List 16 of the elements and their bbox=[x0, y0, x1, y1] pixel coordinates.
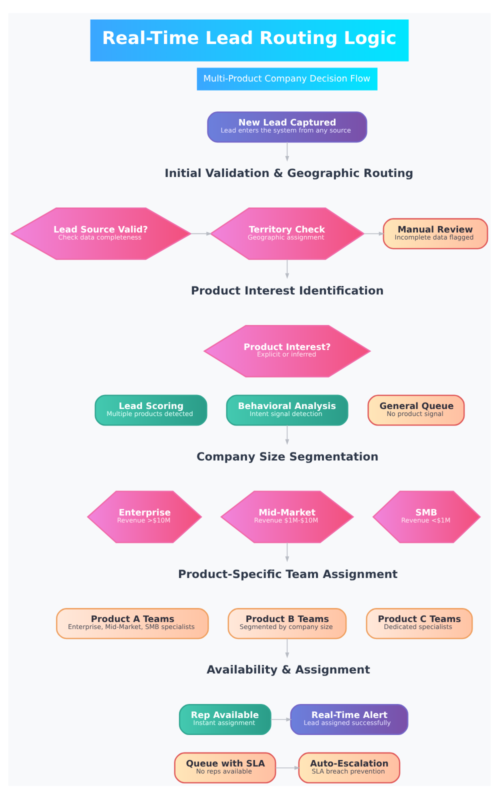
arrow bbox=[285, 259, 290, 279]
arrow bbox=[363, 232, 385, 236]
label: Multi-Product Company Decision Flow bbox=[203, 74, 370, 84]
arrow bbox=[190, 232, 212, 236]
arrow bbox=[285, 638, 290, 658]
node-text: Product-Specific Team Assignment bbox=[178, 568, 398, 581]
arrow bbox=[285, 424, 290, 445]
node-text: Availability & Assignment bbox=[206, 664, 370, 677]
arrow bbox=[270, 718, 292, 722]
diagram-title: Real-Time Lead Routing Logic bbox=[102, 29, 397, 50]
arrow bbox=[275, 766, 300, 770]
node-text: Company Size Segmentation bbox=[196, 450, 379, 464]
node-text: Initial Validation & Geographic Routing bbox=[164, 167, 414, 180]
arrow bbox=[285, 142, 290, 162]
node-text: Product Interest Identification bbox=[190, 284, 384, 298]
arrow bbox=[285, 542, 290, 562]
